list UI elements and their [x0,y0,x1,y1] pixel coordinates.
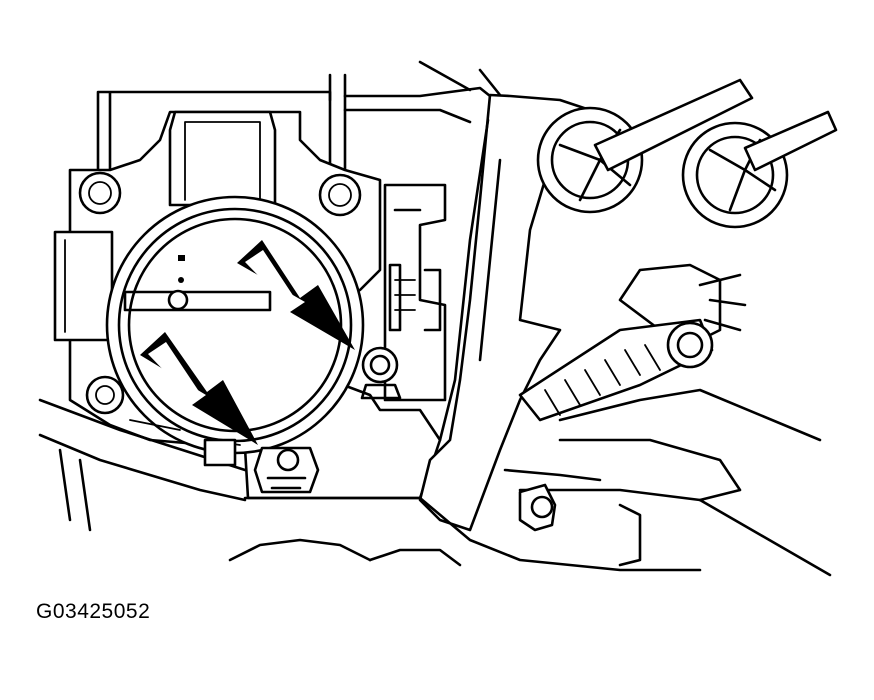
lower-bolt [253,446,320,494]
upper-left-bolt-icon [78,171,122,215]
throttle-bore [105,195,365,455]
upper-bolt-icon [361,346,399,384]
upper-right-fasteners [536,78,838,229]
upper-right-bolt-icon [318,173,362,217]
lower-left-bolt-icon [85,375,125,415]
figure-code-label: G03425052 [36,600,151,623]
lower-manifold [38,398,832,577]
wiring-harness [518,263,822,502]
housing-bolts [78,171,362,415]
throttle-position-sensor [383,183,447,402]
upper-frame [96,60,502,202]
upper-bolt [360,346,402,400]
arrow-upper-bolt [237,240,355,350]
arrow-lower-bolt [140,332,258,445]
